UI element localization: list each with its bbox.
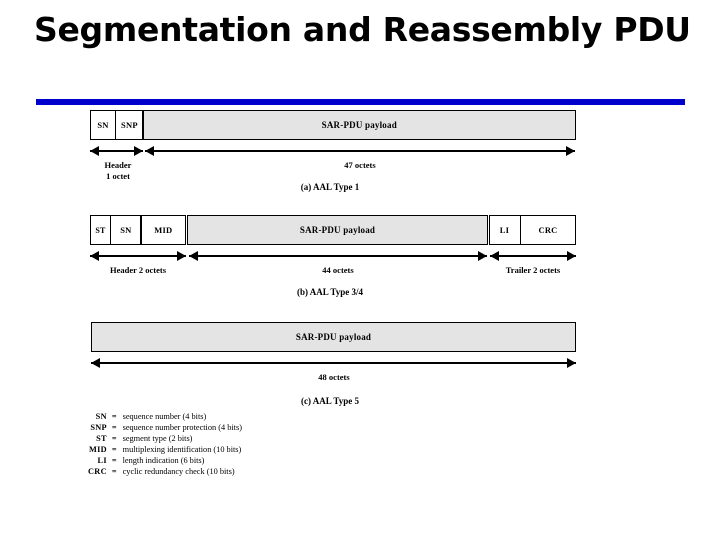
legend-equals: = [111, 444, 117, 454]
legend-row: ST = segment type (2 bits) [88, 434, 242, 445]
measure-header-1-octet [90, 146, 143, 157]
legend-description: length indication (6 bits) [122, 455, 205, 465]
arrow-head-left-icon [90, 251, 99, 261]
legend-equals: = [111, 433, 117, 443]
field-sn: SN [110, 215, 142, 245]
field-sar-pdu-payload: SAR-PDU payload [91, 322, 576, 352]
diagram-aal-type-3-4: ST SN MID SAR-PDU payload LI CRC [0, 215, 720, 320]
legend-abbr: SN [95, 412, 107, 421]
field-sar-pdu-payload: SAR-PDU payload [142, 110, 576, 140]
arrow-head-left-icon [189, 251, 198, 261]
measure-label-48-octets: 48 octets [318, 372, 350, 382]
field-sn: SN [90, 110, 116, 140]
legend-description: sequence number protection (4 bits) [122, 422, 242, 432]
legend-row: LI = length indication (6 bits) [88, 456, 242, 467]
legend-abbr: MID [88, 444, 107, 454]
measure-48-octets [91, 358, 576, 369]
legend-description: sequence number (4 bits) [122, 412, 207, 421]
measure-47-octets [145, 146, 575, 157]
diagram-caption-b: (b) AAL Type 3/4 [297, 287, 363, 297]
legend-table: SN = sequence number (4 bits) SNP = sequ… [88, 412, 242, 478]
measure-line [90, 150, 143, 153]
legend-description: multiplexing identification (10 bits) [122, 444, 242, 454]
legend-abbr: ST [96, 433, 107, 443]
measure-label-47-octets: 47 octets [344, 160, 376, 170]
diagram-caption-a: (a) AAL Type 1 [300, 182, 360, 192]
diagram-aal-type-5: SAR-PDU payload 48 octets (c) AAL Type 5 [0, 322, 720, 422]
field-sar-pdu-payload: SAR-PDU payload [187, 215, 488, 245]
diagram-aal-type-1: SN SNP SAR-PDU payload Header 1 octet 47… [0, 110, 720, 210]
measure-header-2-octets [90, 251, 186, 262]
measure-label-header-2-octets: Header 2 octets [109, 265, 167, 275]
measure-trailer-2-octets [490, 251, 576, 262]
legend-equals: = [111, 422, 117, 432]
field-mid: MID [140, 215, 186, 245]
measure-line [189, 255, 487, 258]
legend-abbr: LI [97, 455, 107, 465]
arrow-head-right-icon [567, 358, 576, 368]
legend-abbr: CRC [88, 466, 107, 476]
arrow-head-right-icon [478, 251, 487, 261]
measure-line [91, 362, 576, 365]
field-crc: CRC [520, 215, 576, 245]
legend-description: cyclic redundancy check (10 bits) [122, 466, 235, 476]
measure-line [90, 255, 186, 258]
field-snp: SNP [115, 110, 144, 140]
arrow-head-right-icon [134, 146, 143, 156]
legend-equals: = [111, 455, 117, 465]
legend-row: SN = sequence number (4 bits) [88, 412, 242, 423]
legend-description: segment type (2 bits) [122, 433, 193, 443]
arrow-head-left-icon [145, 146, 154, 156]
field-st: ST [90, 215, 111, 245]
legend-abbr: SNP [90, 422, 107, 432]
arrow-head-left-icon [490, 251, 499, 261]
diagram-caption-c: (c) AAL Type 5 [301, 396, 359, 406]
measure-44-octets [189, 251, 487, 262]
arrow-head-left-icon [90, 146, 99, 156]
legend-equals: = [111, 412, 117, 421]
page-title: Segmentation and Reassembly PDU [34, 10, 691, 49]
arrow-head-right-icon [567, 251, 576, 261]
measure-line [490, 255, 576, 258]
arrow-head-left-icon [91, 358, 100, 368]
measure-label-trailer-2-octets: Trailer 2 octets [505, 265, 561, 275]
legend-row: CRC = cyclic redundancy check (10 bits) [88, 467, 242, 478]
measure-label-header: Header 1 octet [104, 160, 132, 181]
field-li: LI [488, 215, 521, 245]
legend-body: SN = sequence number (4 bits) SNP = sequ… [88, 412, 242, 478]
legend-equals: = [111, 466, 117, 476]
legend: SN = sequence number (4 bits) SNP = sequ… [88, 412, 242, 478]
arrow-head-right-icon [566, 146, 575, 156]
arrow-head-right-icon [177, 251, 186, 261]
legend-row: MID = multiplexing identification (10 bi… [88, 445, 242, 456]
sar-pdu-figure: SN SNP SAR-PDU payload Header 1 octet 47… [0, 108, 720, 498]
title-underline-rule [36, 99, 685, 105]
legend-row: SNP = sequence number protection (4 bits… [88, 423, 242, 434]
measure-line [145, 150, 575, 153]
measure-label-44-octets: 44 octets [322, 265, 354, 275]
